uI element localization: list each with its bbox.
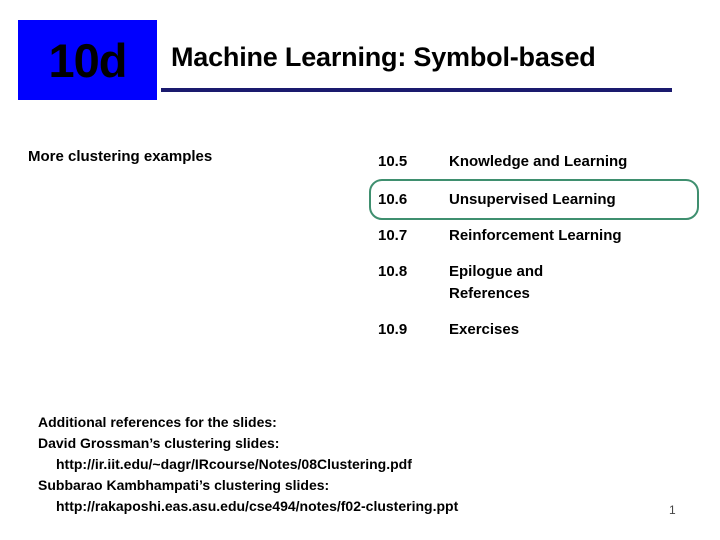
reference-line: Subbarao Kambhampati’s clustering slides… [38, 477, 330, 493]
toc-item-number: 10.6 [378, 191, 408, 208]
reference-link[interactable]: http://rakaposhi.eas.asu.edu/cse494/note… [56, 498, 459, 514]
toc-item-label: Unsupervised Learning [449, 191, 616, 208]
toc-item-label: Reinforcement Learning [449, 227, 622, 244]
title-divider [161, 88, 672, 92]
toc-item[interactable]: 10.8 Epilogue and References [369, 255, 699, 313]
references-block: Additional references for the slides: Da… [38, 412, 658, 517]
toc-item-highlighted[interactable]: 10.6 Unsupervised Learning [369, 179, 699, 220]
page-number: 1 [669, 503, 676, 517]
toc-item-number: 10.7 [378, 227, 408, 244]
toc-item[interactable]: 10.5 Knowledge and Learning [369, 145, 699, 181]
toc-item[interactable]: 10.7 Reinforcement Learning [369, 219, 699, 255]
toc-item-number: 10.9 [378, 321, 408, 338]
toc-item[interactable]: 10.9 Exercises [369, 313, 699, 349]
toc-item-number: 10.8 [378, 263, 408, 280]
page-title: Machine Learning: Symbol-based [171, 42, 596, 72]
toc-item-label: Knowledge and Learning [449, 153, 628, 170]
toc-item-number: 10.5 [378, 153, 408, 170]
chapter-badge: 10d [18, 20, 157, 100]
reference-link[interactable]: http://ir.iit.edu/~dagr/IRcourse/Notes/0… [56, 456, 412, 472]
reference-line: David Grossman’s clustering slides: [38, 435, 280, 451]
chapter-badge-label: 10d [48, 33, 128, 87]
table-of-contents: 10.5 Knowledge and Learning 10.6 Unsuper… [369, 145, 699, 349]
toc-item-label: Exercises [449, 321, 520, 338]
reference-line: Additional references for the slides: [38, 414, 277, 430]
toc-item-label: Epilogue and References [449, 263, 544, 302]
left-note-text: More clustering examples [28, 148, 213, 165]
